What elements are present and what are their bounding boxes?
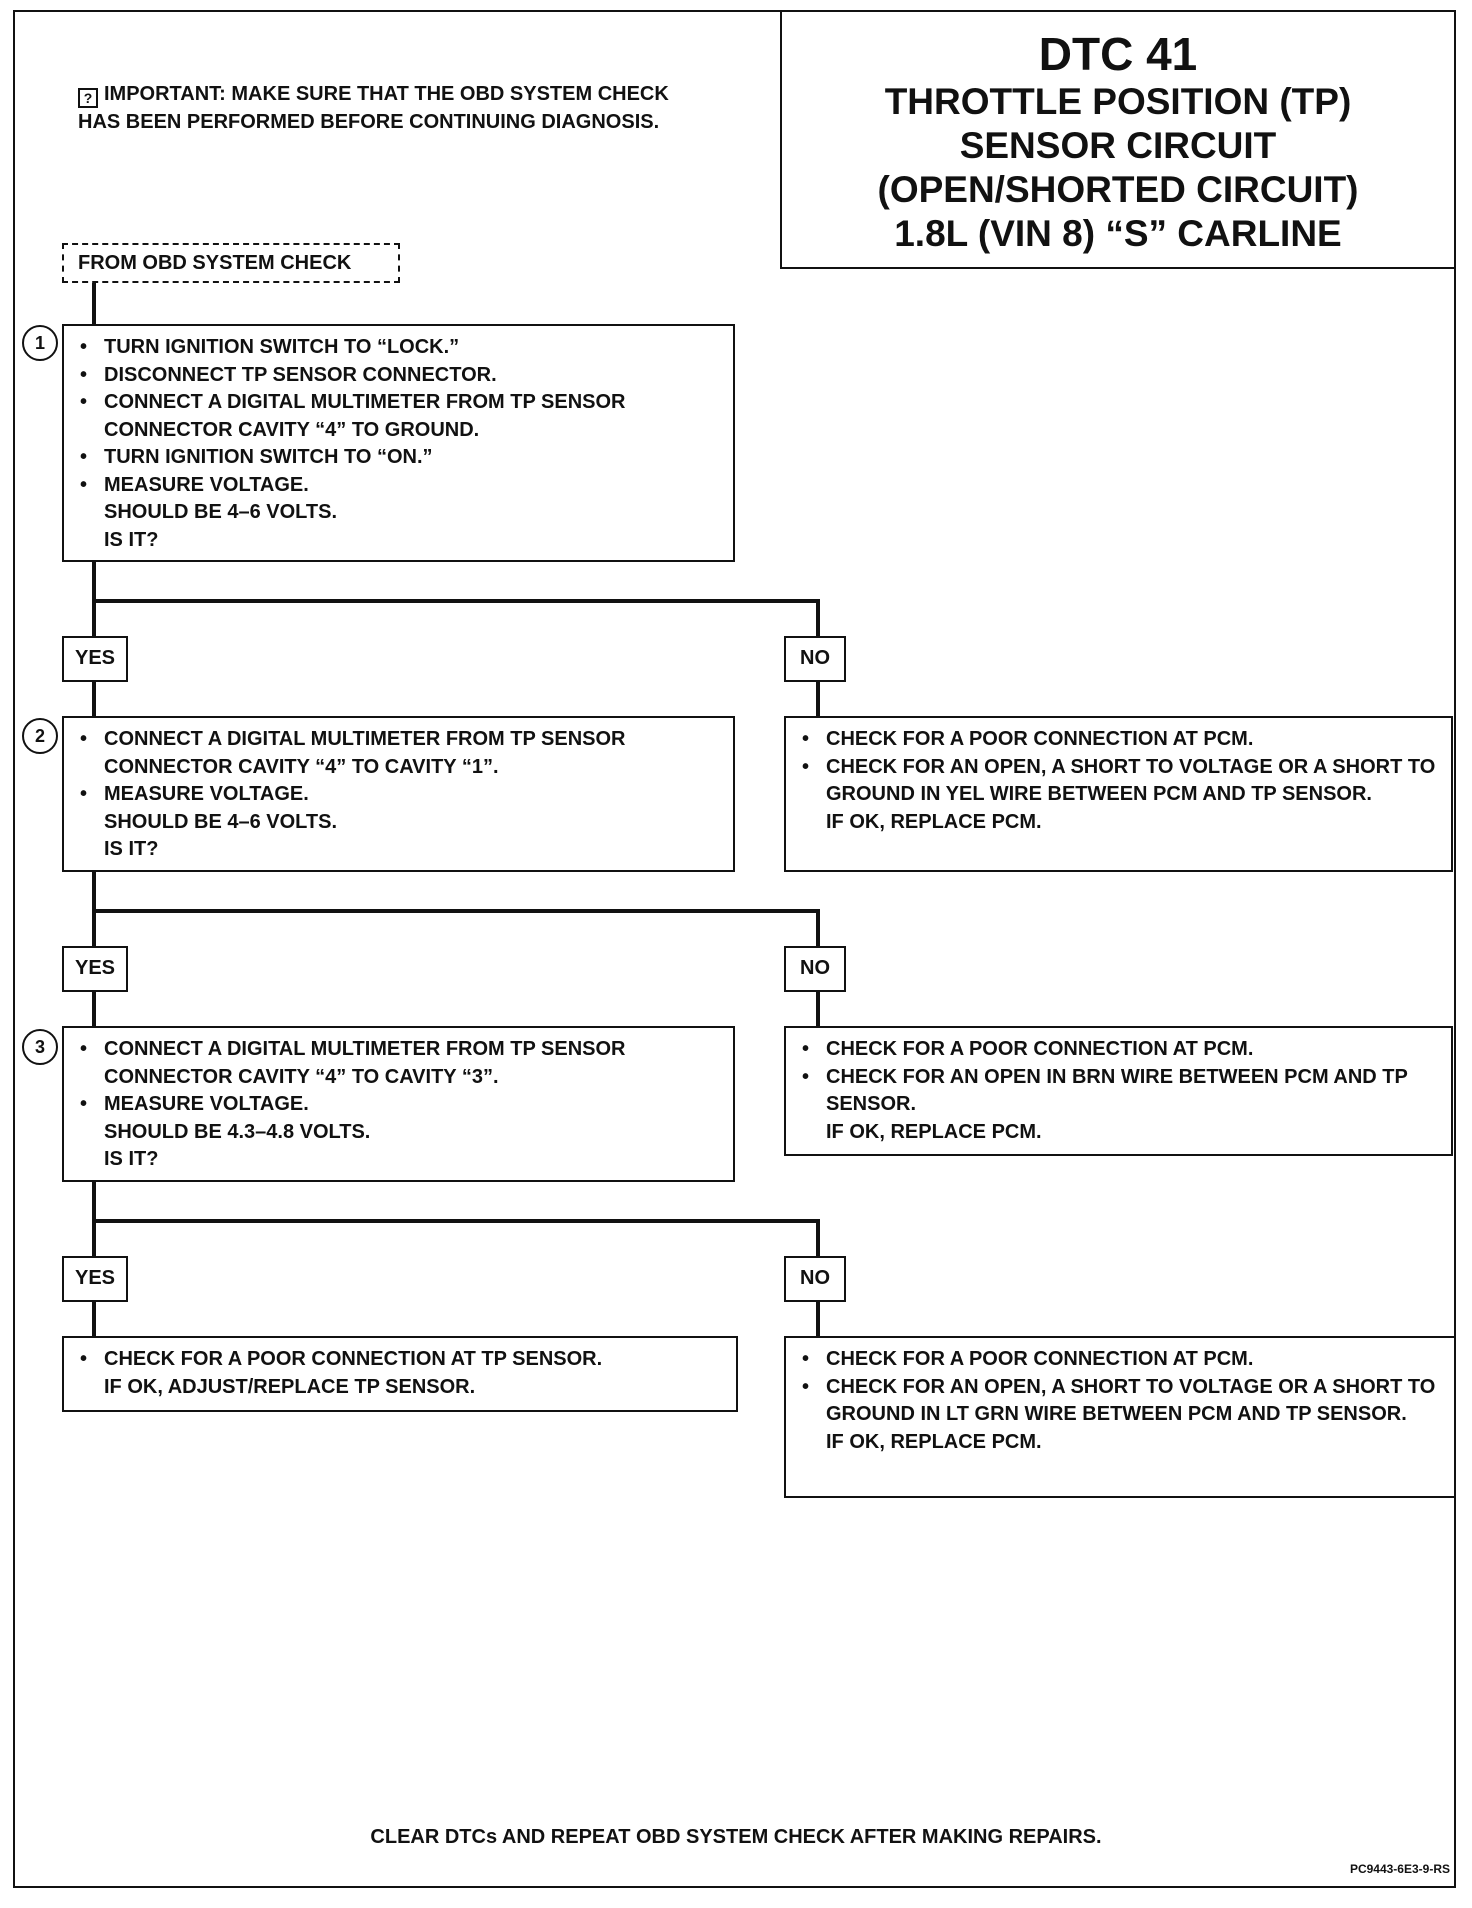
dtc-code: DTC 41 [1038, 28, 1198, 80]
connector-line [92, 681, 96, 716]
final-yes-action-box: CHECK FOR A POOR CONNECTION AT TP SENSOR… [62, 1336, 738, 1412]
connector-line [92, 1219, 820, 1223]
connector-line [92, 599, 820, 603]
connector-line [816, 909, 820, 951]
step-2-box: CONNECT A DIGITAL MULTIMETER FROM TP SEN… [62, 716, 735, 872]
no-action-2-bullet: CHECK FOR A POOR CONNECTION AT PCM. [800, 1036, 1441, 1064]
connector-line [92, 1302, 96, 1338]
step-3-criteria: SHOULD BE 4.3–4.8 VOLTS. [104, 1120, 371, 1143]
no-action-2-followup: IF OK, REPLACE PCM. [826, 1120, 1042, 1143]
final-yes-bullet: CHECK FOR A POOR CONNECTION AT TP SENSOR… [78, 1346, 726, 1374]
step-1-criteria: SHOULD BE 4–6 VOLTS. [104, 501, 338, 523]
step-3-bullet: CONNECT A DIGITAL MULTIMETER FROM TP SEN… [78, 1036, 723, 1091]
final-yes-followup: IF OK, ADJUST/REPLACE TP SENSOR. [104, 1375, 476, 1398]
step-2-bullet: MEASURE VOLTAGE. [78, 781, 723, 809]
step-1-bullet: TURN IGNITION SWITCH TO “ON.” [78, 444, 723, 472]
no-action-3-bullet: CHECK FOR A POOR CONNECTION AT PCM. [800, 1346, 1444, 1374]
connector-line [92, 992, 96, 1028]
no-action-2-bullet: CHECK FOR AN OPEN IN BRN WIRE BETWEEN PC… [800, 1064, 1441, 1119]
connector-line [816, 1219, 820, 1261]
title-block: DTC 41 THROTTLE POSITION (TP) SENSOR CIR… [780, 10, 1456, 269]
important-icon: ? [78, 88, 98, 108]
no-action-1-bullet: CHECK FOR AN OPEN, A SHORT TO VOLTAGE OR… [800, 754, 1441, 809]
no-action-1-bullet: CHECK FOR A POOR CONNECTION AT PCM. [800, 726, 1441, 754]
no-action-3-followup: IF OK, REPLACE PCM. [826, 1430, 1042, 1453]
no-action-2-box: CHECK FOR A POOR CONNECTION AT PCM. CHEC… [784, 1026, 1453, 1156]
step-3-question: IS IT? [104, 1148, 159, 1170]
step-3-box: CONNECT A DIGITAL MULTIMETER FROM TP SEN… [62, 1026, 735, 1182]
title-line-4: 1.8L (VIN 8) “S” CARLINE [894, 213, 1342, 254]
yes-label: YES [62, 1256, 128, 1302]
step-3-bullet: MEASURE VOLTAGE. [78, 1091, 723, 1119]
page-frame [13, 10, 1456, 1888]
title-line-3: (OPEN/SHORTED CIRCUIT) [877, 169, 1359, 210]
step-2-bullet: CONNECT A DIGITAL MULTIMETER FROM TP SEN… [78, 726, 723, 781]
important-note: ?IMPORTANT: MAKE SURE THAT THE OBD SYSTE… [78, 80, 698, 136]
connector-line [816, 681, 820, 716]
step-1-bullet: TURN IGNITION SWITCH TO “LOCK.” [78, 334, 723, 362]
figure-reference: PC9443-6E3-9-RS [1349, 1862, 1450, 1876]
connector-line [816, 992, 820, 1028]
step-number-2: 2 [22, 718, 58, 754]
yes-label: YES [62, 636, 128, 682]
connector-line [816, 599, 820, 641]
step-2-question: IS IT? [104, 838, 159, 860]
connector-line [92, 281, 96, 324]
no-label: NO [784, 1256, 846, 1302]
step-number-3: 3 [22, 1029, 58, 1065]
step-1-question: IS IT? [104, 528, 159, 551]
step-1-bullet: DISCONNECT TP SENSOR CONNECTOR. [78, 362, 723, 390]
footer-instruction: CLEAR DTCs AND REPEAT OBD SYSTEM CHECK A… [370, 1826, 1102, 1848]
no-action-3-box: CHECK FOR A POOR CONNECTION AT PCM. CHEC… [784, 1336, 1456, 1498]
no-action-1-box: CHECK FOR A POOR CONNECTION AT PCM. CHEC… [784, 716, 1453, 872]
no-action-3-bullet: CHECK FOR AN OPEN, A SHORT TO VOLTAGE OR… [800, 1374, 1444, 1429]
yes-label: YES [62, 946, 128, 992]
title-line-1: THROTTLE POSITION (TP) [884, 81, 1352, 122]
no-label: NO [784, 636, 846, 682]
step-1-bullet: MEASURE VOLTAGE. [78, 472, 723, 500]
connector-line [92, 909, 820, 913]
connector-line [816, 1302, 820, 1338]
no-label: NO [784, 946, 846, 992]
step-1-box: TURN IGNITION SWITCH TO “LOCK.” DISCONNE… [62, 324, 735, 562]
start-box: FROM OBD SYSTEM CHECK [62, 243, 400, 283]
important-text: IMPORTANT: MAKE SURE THAT THE OBD SYSTEM… [78, 83, 669, 133]
no-action-1-followup: IF OK, REPLACE PCM. [826, 810, 1042, 833]
step-number-1: 1 [22, 325, 58, 361]
step-2-criteria: SHOULD BE 4–6 VOLTS. [104, 810, 338, 833]
step-1-bullet: CONNECT A DIGITAL MULTIMETER FROM TP SEN… [78, 389, 723, 444]
title-line-2: SENSOR CIRCUIT [959, 125, 1277, 166]
